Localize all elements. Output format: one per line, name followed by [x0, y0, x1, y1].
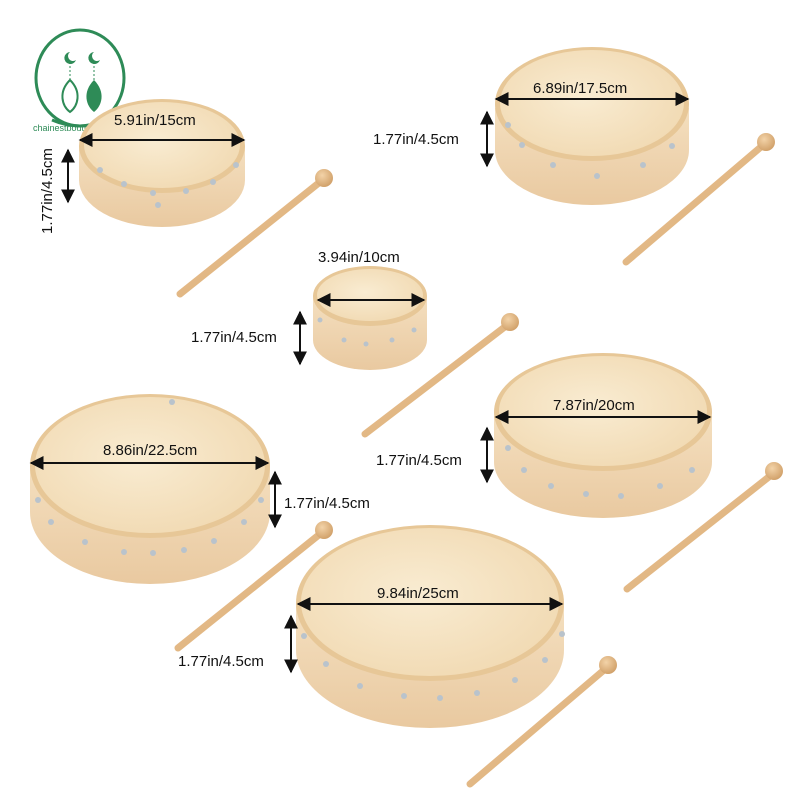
mallet: [361, 313, 519, 438]
diameter-label: 5.91in/15cm: [114, 112, 196, 129]
diameter-label: 9.84in/25cm: [377, 585, 459, 602]
mallet: [176, 169, 333, 298]
mallet: [623, 462, 783, 593]
mallet: [466, 656, 617, 788]
height-label: 1.77in/4.5cm: [178, 653, 264, 670]
drum-25cm: [296, 525, 565, 728]
height-label: 1.77in/4.5cm: [284, 495, 370, 512]
diameter-label: 6.89in/17.5cm: [533, 80, 627, 97]
drum-22-5cm: [30, 394, 270, 584]
mallet: [622, 133, 775, 266]
height-label: 1.77in/4.5cm: [191, 329, 277, 346]
brand-text: chainestboutique: [33, 123, 101, 133]
height-label: 1.77in/4.5cm: [39, 148, 56, 234]
drum-17-5cm: [495, 47, 689, 205]
diameter-label: 7.87in/20cm: [553, 397, 635, 414]
height-label: 1.77in/4.5cm: [373, 131, 459, 148]
diameter-label: 3.94in/10cm: [318, 249, 400, 266]
mallet: [174, 521, 333, 652]
dimension-arrows: [29, 92, 712, 674]
height-label: 1.77in/4.5cm: [376, 452, 462, 469]
drum-10cm: [313, 266, 427, 370]
drum-20cm: [494, 353, 712, 518]
diameter-label: 8.86in/22.5cm: [103, 442, 197, 459]
